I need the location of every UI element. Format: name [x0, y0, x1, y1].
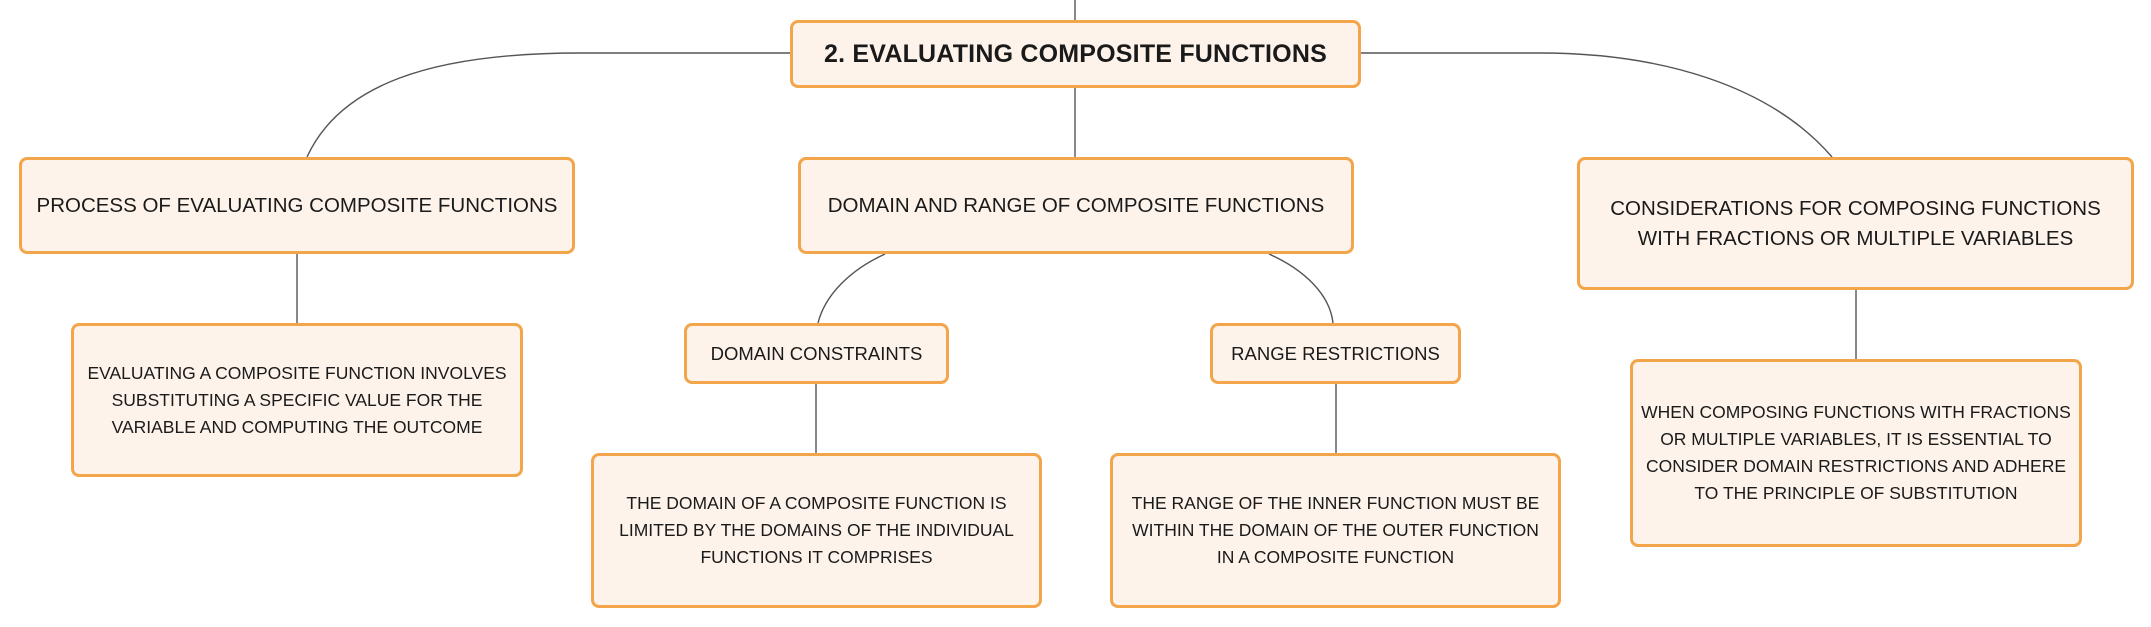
subbranch-node-domain-constraints[interactable]: DOMAIN CONSTRAINTS — [684, 323, 949, 384]
subbranch-node-domain-constraints-title: DOMAIN CONSTRAINTS — [710, 342, 923, 364]
detail-node-domain-constraints[interactable]: THE DOMAIN OF A COMPOSITE FUNCTION IS LI… — [591, 453, 1042, 608]
branch-node-domain-range[interactable]: DOMAIN AND RANGE OF COMPOSITE FUNCTIONS — [798, 157, 1354, 254]
branch-node-process-title: PROCESS OF EVALUATING COMPOSITE FUNCTION… — [36, 193, 558, 217]
branch-node-domain-range-title: DOMAIN AND RANGE OF COMPOSITE FUNCTIONS — [827, 193, 1325, 217]
branch-node-process[interactable]: PROCESS OF EVALUATING COMPOSITE FUNCTION… — [19, 157, 575, 254]
connector-root-to-process — [306, 52, 790, 158]
branch-node-considerations-title: CONSIDERATIONS FOR COMPOSING FUNCTIONS W… — [1610, 196, 2101, 250]
detail-node-range-restrictions[interactable]: THE RANGE OF THE INNER FUNCTION MUST BE … — [1110, 453, 1561, 608]
root-node-evaluating-composite-functions[interactable]: 2. EVALUATING COMPOSITE FUNCTIONS — [790, 20, 1361, 88]
detail-node-process[interactable]: EVALUATING A COMPOSITE FUNCTION INVOLVES… — [71, 323, 523, 477]
detail-node-considerations[interactable]: WHEN COMPOSING FUNCTIONS WITH FRACTIONS … — [1630, 359, 2082, 547]
detail-node-process-text: EVALUATING A COMPOSITE FUNCTION INVOLVES… — [87, 362, 507, 437]
connector-domain-range-to-domain-constraints — [817, 253, 886, 324]
subbranch-node-range-restrictions-title: RANGE RESTRICTIONS — [1231, 342, 1440, 364]
detail-node-domain-constraints-text: THE DOMAIN OF A COMPOSITE FUNCTION IS LI… — [619, 493, 1014, 567]
detail-node-range-restrictions-text: THE RANGE OF THE INNER FUNCTION MUST BE … — [1131, 493, 1540, 567]
detail-node-considerations-text: WHEN COMPOSING FUNCTIONS WITH FRACTIONS … — [1641, 402, 2071, 503]
connector-root-to-considerations — [1361, 52, 1833, 158]
branch-node-considerations[interactable]: CONSIDERATIONS FOR COMPOSING FUNCTIONS W… — [1577, 157, 2134, 290]
root-node-title: 2. EVALUATING COMPOSITE FUNCTIONS — [824, 39, 1327, 68]
subbranch-node-range-restrictions[interactable]: RANGE RESTRICTIONS — [1210, 323, 1461, 384]
connector-domain-range-to-range-restrictions — [1268, 253, 1334, 324]
